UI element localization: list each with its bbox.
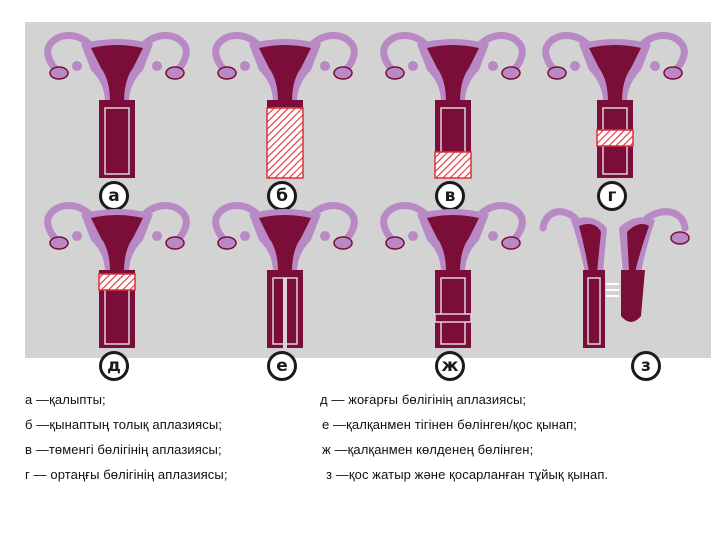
- right-tube: [643, 208, 689, 232]
- illustration-longitudinal-septum: [212, 202, 358, 348]
- left-tube: [44, 202, 95, 246]
- right-fimbria: [165, 236, 185, 250]
- panel-longitudinal-septum: е: [205, 198, 365, 381]
- right-tube: [139, 202, 190, 246]
- left-vaginal-lumen: [587, 277, 601, 345]
- uterine-cavity: [259, 45, 311, 102]
- left-fimbria: [49, 236, 69, 250]
- right-fimbria: [333, 66, 353, 80]
- left-tube: [44, 32, 95, 76]
- legend-item-b: б —қынаптың толық аплазиясы;: [25, 417, 223, 432]
- left-tube: [380, 32, 431, 76]
- right-ovary: [320, 61, 330, 71]
- right-tube: [475, 32, 526, 76]
- illustration-middle-aplasia: [542, 32, 688, 178]
- legend-item-d: д — жоғарғы бөлігінің аплазиясы;: [320, 392, 527, 407]
- right-fimbria: [333, 236, 353, 250]
- illustration-upper-aplasia: [44, 202, 190, 348]
- left-cavity: [579, 224, 601, 272]
- aplasia-zone: [266, 107, 304, 179]
- legend-item-a: а —қалыпты;: [25, 392, 106, 407]
- right-fimbria: [501, 66, 521, 80]
- aplasia-zone: [434, 151, 472, 179]
- legend-item-g: г — ортаңғы бөлігінің аплазиясы;: [25, 467, 228, 482]
- left-ovary: [72, 61, 82, 71]
- panel-lower-aplasia: в: [373, 28, 533, 211]
- legend-item-e: е —қалқанмен тігінен бөлінген/қос қынап;: [322, 417, 577, 432]
- panel-complete-aplasia: б: [205, 28, 365, 211]
- panel-label-badge: г: [597, 181, 627, 211]
- illustration-double-uterus: [539, 208, 690, 348]
- left-ovary: [570, 61, 580, 71]
- longitudinal-septum: [283, 278, 287, 348]
- right-cavity: [627, 224, 649, 272]
- vaginal-lumen: [440, 277, 466, 345]
- uterine-cavity: [91, 215, 143, 272]
- illustration-complete-aplasia: [212, 32, 358, 179]
- panel-transverse-septum: ж: [373, 198, 533, 381]
- panel-upper-aplasia: д: [37, 198, 197, 381]
- aplasia-zone: [596, 129, 634, 147]
- right-ovary: [650, 61, 660, 71]
- uterine-cavity: [427, 215, 479, 272]
- panel-normal: а: [37, 28, 197, 211]
- legend-item-zh: ж —қалқанмен көлденең бөлінген;: [322, 442, 534, 457]
- uterine-cavity: [427, 45, 479, 102]
- legend-item-v: в —төменгі бөлігінің аплазиясы;: [25, 442, 222, 457]
- right-ovary: [152, 61, 162, 71]
- uterine-cavity: [91, 45, 143, 102]
- uterine-cavity: [589, 45, 641, 102]
- left-ovary: [72, 231, 82, 241]
- left-fimbria: [385, 66, 405, 80]
- left-fimbria: [547, 66, 567, 80]
- right-fimbria: [670, 231, 690, 245]
- illustration-lower-aplasia: [380, 32, 526, 179]
- left-tube: [212, 32, 263, 76]
- panel-middle-aplasia: г: [535, 28, 695, 211]
- right-tube: [139, 32, 190, 76]
- left-fimbria: [217, 66, 237, 80]
- right-fimbria: [165, 66, 185, 80]
- right-tube: [307, 32, 358, 76]
- right-fimbria: [501, 236, 521, 250]
- panel-label-badge: ж: [435, 351, 465, 381]
- right-tube: [637, 32, 688, 76]
- left-fimbria: [385, 236, 405, 250]
- left-ovary: [408, 231, 418, 241]
- left-tube: [212, 202, 263, 246]
- transverse-septum: [434, 313, 472, 323]
- legend-item-z: з —қос жатыр және қосарланған тұйық қына…: [326, 467, 609, 482]
- illustration-normal: [44, 32, 190, 178]
- right-ovary: [488, 61, 498, 71]
- panel-label-badge: д: [99, 351, 129, 381]
- illustration-transverse-septum: [380, 202, 526, 348]
- panel-label-badge: е: [267, 351, 297, 381]
- septum-lines: [606, 283, 619, 297]
- uterine-cavity: [259, 215, 311, 272]
- left-fimbria: [49, 66, 69, 80]
- left-tube: [539, 208, 579, 232]
- blind-right-vagina: [621, 270, 645, 322]
- right-fimbria: [663, 66, 683, 80]
- panel-label-badge: з: [631, 351, 661, 381]
- right-tube: [307, 202, 358, 246]
- left-ovary: [240, 61, 250, 71]
- left-ovary: [408, 61, 418, 71]
- left-tube: [542, 32, 593, 76]
- right-ovary: [320, 231, 330, 241]
- left-tube: [380, 202, 431, 246]
- left-fimbria: [217, 236, 237, 250]
- aplasia-zone: [98, 273, 136, 291]
- right-ovary: [152, 231, 162, 241]
- vaginal-lumen: [104, 107, 130, 175]
- left-ovary: [240, 231, 250, 241]
- right-tube: [475, 202, 526, 246]
- panel-double-uterus: з: [535, 198, 695, 381]
- right-ovary: [488, 231, 498, 241]
